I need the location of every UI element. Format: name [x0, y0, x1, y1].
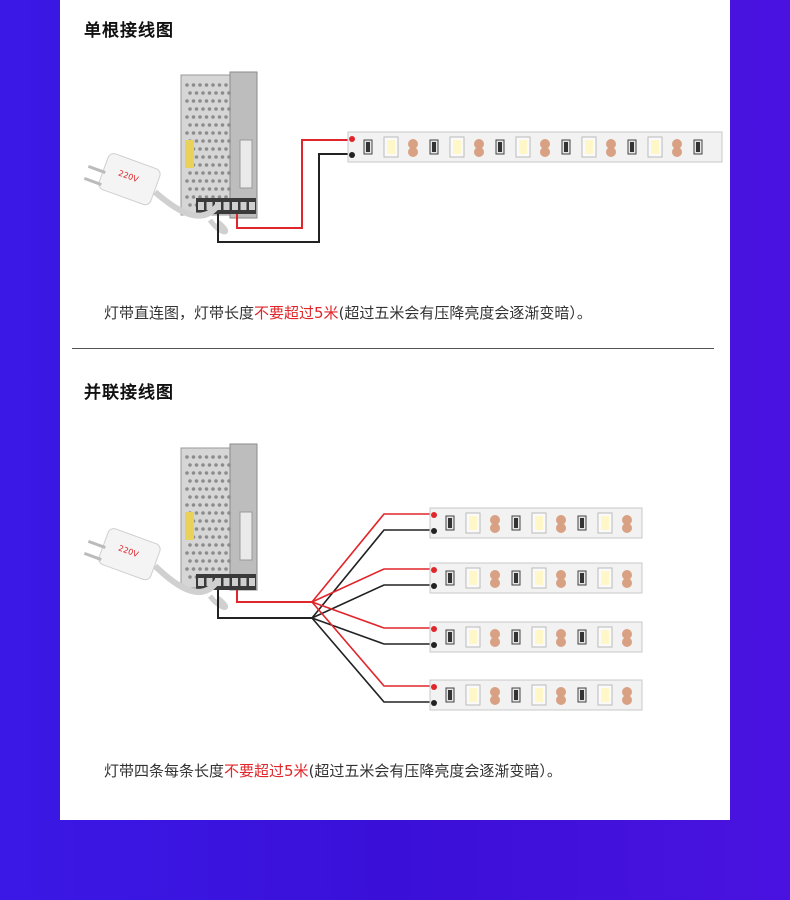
caption2-warning: 不要超过5米 — [224, 762, 309, 780]
led-strip-segment — [429, 562, 643, 594]
power-supply — [180, 71, 258, 219]
section2-caption: 灯带四条每条长度不要超过5米(超过五米会有压降亮度会逐渐变暗）。 — [104, 760, 562, 781]
section1-caption: 灯带直连图，灯带长度不要超过5米(超过五米会有压降亮度会逐渐变暗）。 — [104, 302, 592, 323]
led-strips — [429, 507, 643, 711]
section1-title: 单根接线图 — [84, 21, 174, 41]
fan-out-wires — [311, 513, 432, 703]
caption1-warning: 不要超过5米 — [254, 304, 339, 322]
trunk-wire-positive — [236, 590, 312, 603]
wire-positive — [236, 139, 350, 229]
content-panel: 单根接线图 220V 灯带直连图，灯带长度不要超过5米(超过五米会有压降亮度会逐 — [60, 0, 730, 820]
power-plug: 220V — [83, 528, 229, 610]
wire-negative — [217, 153, 350, 243]
led-strip-segment — [429, 507, 643, 539]
led-strip-segment — [429, 679, 643, 711]
led-strip-segment — [347, 131, 723, 163]
caption1-note: (超过五米会有压降亮度会逐渐变暗）。 — [338, 304, 592, 322]
power-supply — [180, 443, 258, 591]
caption2-text: 灯带四条每条长度 — [104, 762, 225, 780]
led-strip — [347, 131, 723, 163]
power-plug: 220V — [83, 153, 229, 235]
caption2-note: (超过五米会有压降亮度会逐渐变暗）。 — [308, 762, 562, 780]
single-wiring-diagram: 220V — [83, 71, 723, 243]
section-divider — [72, 348, 714, 349]
section2-title: 并联接线图 — [84, 383, 174, 403]
parallel-wiring-diagram: 220V — [83, 443, 643, 711]
led-strip-segment — [429, 621, 643, 653]
trunk-wire-negative — [217, 590, 312, 619]
caption1-text: 灯带直连图，灯带长度 — [104, 304, 255, 322]
